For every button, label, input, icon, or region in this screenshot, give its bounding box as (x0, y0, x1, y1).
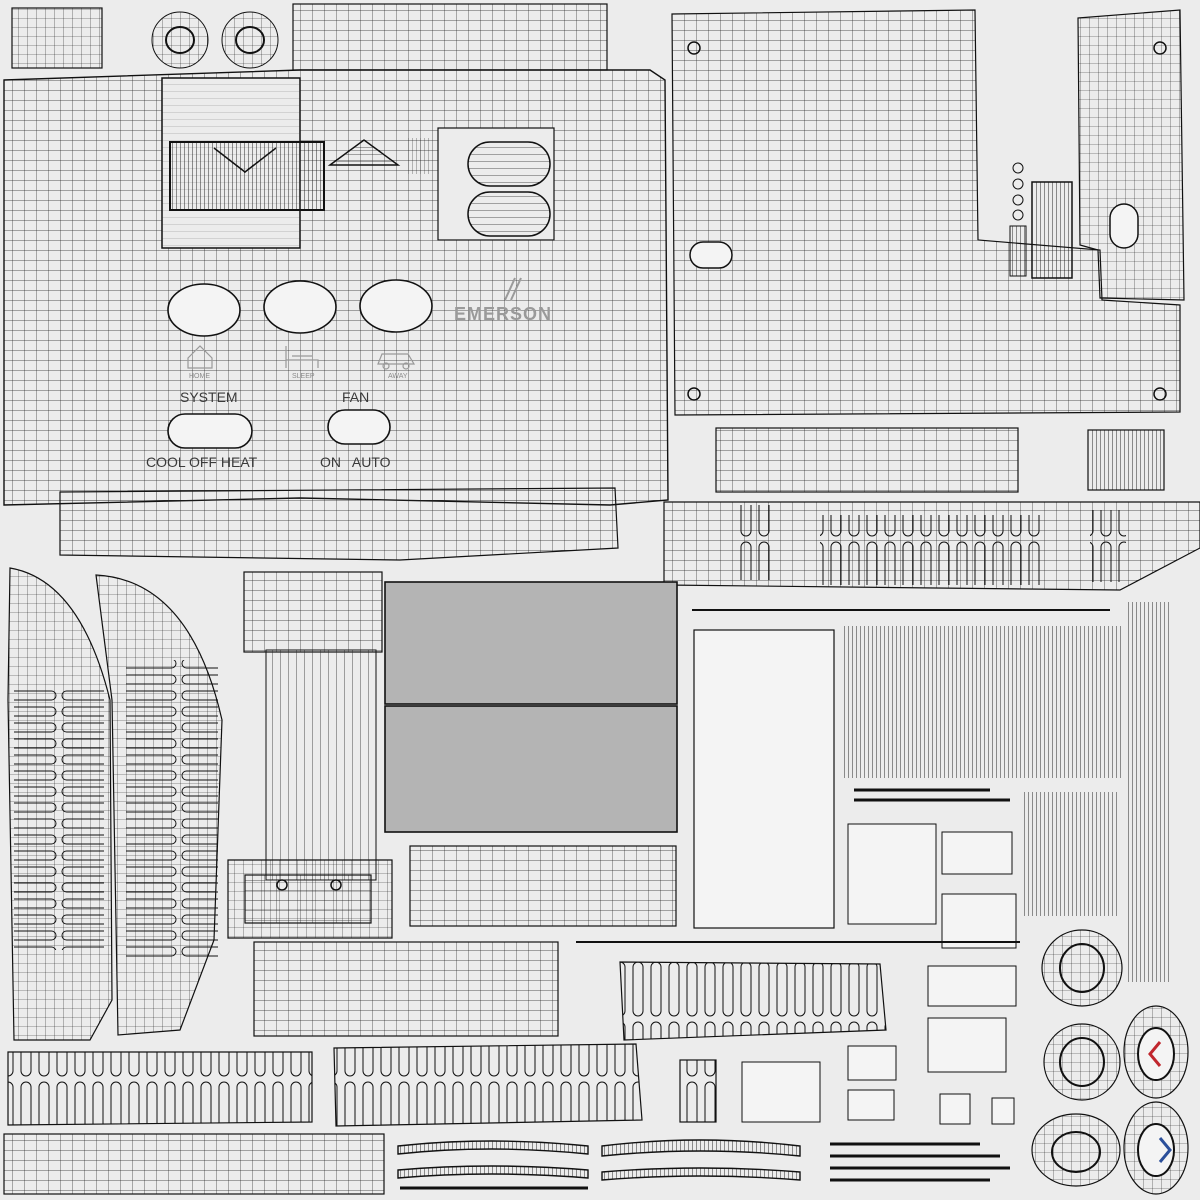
bed-icon (285, 346, 319, 368)
back-strip-1 (715, 427, 1019, 493)
system-switch[interactable] (167, 413, 253, 449)
left-arrow-icon (1148, 1041, 1162, 1067)
right-arrow-button-part (1123, 1101, 1189, 1195)
center-vent-part (619, 961, 887, 1041)
center-strip-2 (253, 941, 559, 1037)
tall-panel (693, 629, 835, 929)
bottom-vent-mid (333, 1043, 643, 1127)
away-label: AWAY (388, 373, 408, 380)
bottom-strip-left (3, 1133, 385, 1195)
bottom-small-vent (679, 1059, 717, 1123)
back-strip-2 (1087, 429, 1165, 491)
bottom-thin-lines (830, 1142, 1010, 1182)
small-rect-parts (741, 823, 1017, 1125)
bar-cluster-3 (1128, 602, 1172, 982)
left-arrow-button-part (1123, 1005, 1189, 1099)
house-icon (187, 345, 213, 369)
system-label: SYSTEM (180, 389, 238, 405)
front-face-mesh: HOME SLEEP AWAY SYSTEM FAN COOL OFF HEAT… (3, 69, 669, 506)
fan-label: FAN (342, 389, 369, 405)
bottom-curved-strips (397, 1139, 801, 1190)
left-vent-column-1 (7, 567, 113, 1041)
round-part-3 (1031, 1113, 1121, 1187)
system-mode-labels: COOL OFF HEAT (146, 454, 258, 470)
ring-part-1 (151, 11, 209, 69)
vent-band-right (663, 501, 1200, 591)
ring-part-2 (221, 11, 279, 69)
left-vent-column-2 (95, 574, 223, 1036)
home-button[interactable] (167, 283, 241, 337)
back-panel-mesh (671, 9, 1185, 416)
round-part-1 (1041, 929, 1123, 1007)
long-lines (854, 788, 1010, 802)
right-arrow-icon (1158, 1137, 1172, 1163)
brand-logo-icon (504, 277, 522, 301)
lcd-screen-part (384, 581, 678, 833)
sleep-button[interactable] (263, 280, 337, 334)
brand-logo-text: EMERSON (454, 304, 552, 324)
fan-mode-labels: ON AUTO (320, 454, 391, 470)
away-button[interactable] (359, 279, 433, 333)
round-part-2 (1043, 1023, 1121, 1101)
top-strip-part (292, 3, 608, 71)
center-strip-1 (409, 845, 677, 927)
sleep-label: SLEEP (292, 373, 315, 380)
bottom-vent-left (7, 1051, 313, 1126)
small-part-top-left (11, 7, 103, 69)
car-icon (377, 353, 416, 370)
fan-switch[interactable] (327, 409, 391, 445)
front-bottom-lip (59, 487, 619, 561)
home-label: HOME (189, 373, 210, 380)
bar-cluster-2 (1022, 792, 1120, 916)
bar-cluster-1 (844, 626, 1124, 778)
center-column-part (227, 571, 393, 939)
